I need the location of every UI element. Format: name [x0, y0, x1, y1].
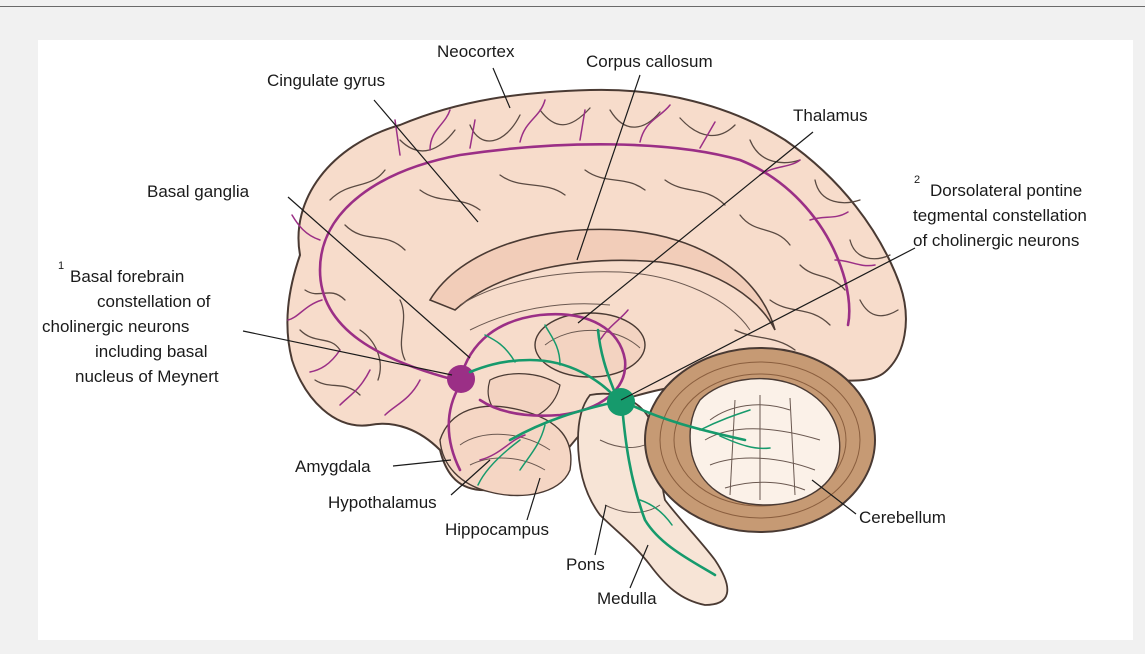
brain-illustration — [287, 90, 905, 605]
label-cerebellum: Cerebellum — [859, 508, 946, 527]
basal-forebrain-line-3: cholinergic neurons — [42, 317, 189, 336]
dorsolateral-line-3: of cholinergic neurons — [913, 231, 1079, 250]
label-hippocampus: Hippocampus — [445, 520, 549, 539]
label-pons: Pons — [566, 555, 605, 574]
dorsolateral-line-1: Dorsolateral pontine — [930, 181, 1082, 200]
basal-forebrain-line-1: Basal forebrain — [70, 267, 184, 286]
label-dorsolateral-pontine: 2 Dorsolateral pontine tegmental constel… — [913, 174, 1087, 250]
basal-forebrain-nucleus — [447, 365, 475, 393]
pontine-nucleus — [607, 388, 635, 416]
label-basal-forebrain: 1 Basal forebrain constellation of choli… — [42, 260, 219, 386]
label-hypothalamus: Hypothalamus — [328, 493, 437, 512]
cerebellum-shape — [645, 348, 875, 532]
label-amygdala: Amygdala — [295, 457, 371, 476]
label-basal-ganglia: Basal ganglia — [147, 182, 250, 201]
dorsolateral-footnote-number: 2 — [914, 174, 920, 186]
basal-forebrain-line-2: constellation of — [97, 292, 211, 311]
label-corpus-callosum: Corpus callosum — [586, 52, 713, 71]
basal-forebrain-line-5: nucleus of Meynert — [75, 367, 219, 386]
label-neocortex: Neocortex — [437, 42, 515, 61]
label-thalamus: Thalamus — [793, 106, 868, 125]
label-medulla: Medulla — [597, 589, 657, 608]
label-cingulate-gyrus: Cingulate gyrus — [267, 71, 385, 90]
basal-forebrain-line-4: including basal — [95, 342, 207, 361]
basal-forebrain-footnote-number: 1 — [58, 260, 64, 272]
dorsolateral-line-2: tegmental constellation — [913, 206, 1087, 225]
thalamus-shape — [535, 313, 645, 377]
